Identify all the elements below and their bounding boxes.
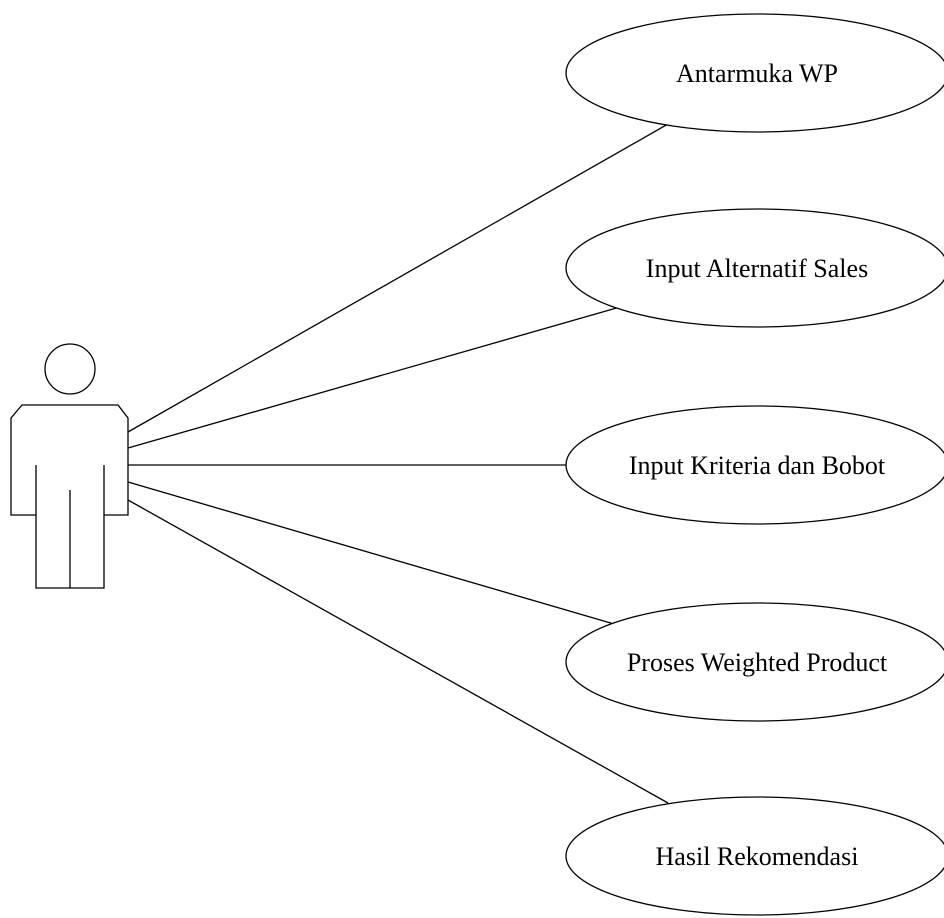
use-case-input-kriteria-dan-bobot: Input Kriteria dan Bobot bbox=[565, 405, 944, 525]
use-case-label: Proses Weighted Product bbox=[627, 648, 888, 677]
use-case-input-alternatif-sales: Input Alternatif Sales bbox=[565, 208, 944, 328]
association-line-proses-weighted-product bbox=[127, 481, 615, 625]
actor bbox=[10, 343, 129, 589]
use-case-proses-weighted-product: Proses Weighted Product bbox=[565, 602, 944, 722]
use-case-label: Antarmuka WP bbox=[676, 59, 838, 88]
association-line-hasil-rekomendasi bbox=[127, 499, 669, 804]
use-case-ellipse bbox=[565, 796, 944, 916]
use-case-label: Input Kriteria dan Bobot bbox=[629, 451, 886, 480]
use-case-antarmuka-wp: Antarmuka WP bbox=[565, 13, 944, 133]
actor-stick-figure-icon bbox=[10, 343, 129, 589]
associations bbox=[127, 123, 669, 804]
use-case-label: Input Alternatif Sales bbox=[646, 254, 868, 283]
use-case-ellipse bbox=[565, 405, 944, 525]
use-case-ellipse bbox=[565, 13, 944, 133]
association-line-input-alternatif-sales bbox=[127, 306, 621, 449]
use-case-ellipse bbox=[565, 208, 944, 328]
use-case-ellipse bbox=[565, 602, 944, 722]
use-case-label: Hasil Rekomendasi bbox=[656, 842, 859, 871]
use-case-hasil-rekomendasi: Hasil Rekomendasi bbox=[565, 796, 944, 916]
association-line-antarmuka-wp bbox=[127, 123, 669, 433]
actor-head bbox=[44, 343, 96, 395]
